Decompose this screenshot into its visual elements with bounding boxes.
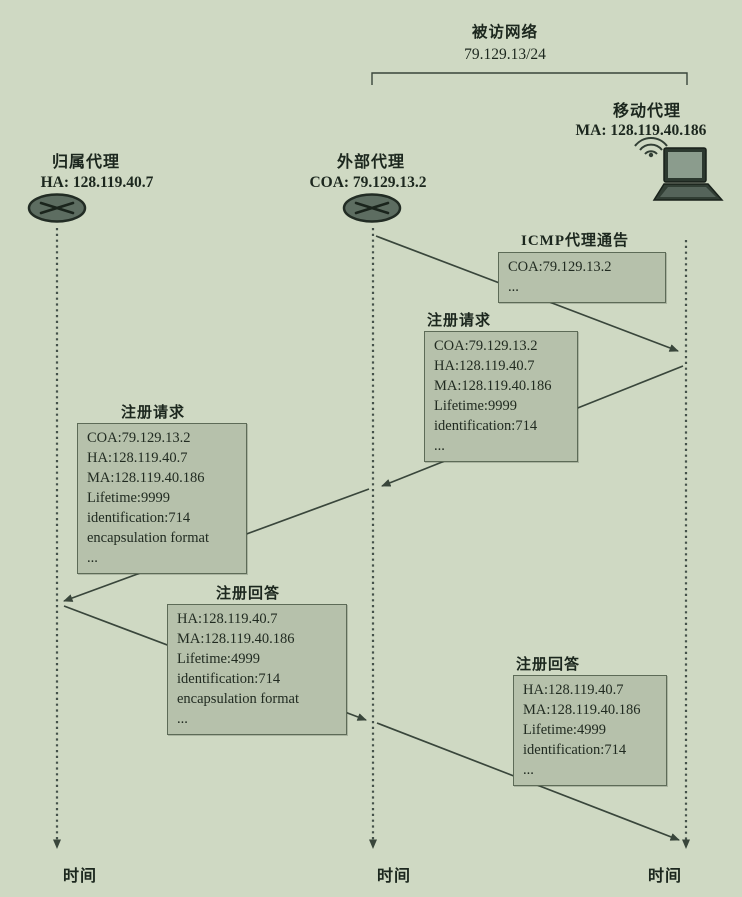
mobile-agent-label: 移动代理: [612, 103, 682, 120]
message-title-registration-request-1: 注册请求: [426, 313, 492, 329]
message-line: ...: [87, 550, 98, 566]
router-icon: [342, 193, 402, 223]
message-line: MA:128.119.40.186: [434, 378, 552, 394]
home-time-label: 时间: [62, 868, 98, 885]
message-title-registration-reply-2: 注册回答: [515, 657, 581, 673]
home-agent-address: HA: 128.119.40.7: [40, 174, 154, 191]
message-line: identification:714: [87, 510, 191, 526]
router-icon: [27, 193, 87, 223]
message-line: ...: [523, 762, 534, 778]
message-line: HA:128.119.40.7: [434, 358, 535, 374]
message-line: ...: [434, 438, 445, 454]
message-line: MA:128.119.40.186: [523, 702, 641, 718]
message-box-icmp-advertisement: COA:79.129.13.2 ...: [498, 252, 666, 303]
visited-network-prefix: 79.129.13/24: [464, 46, 546, 63]
message-line: Lifetime:4999: [177, 651, 260, 667]
message-title-registration-reply-1: 注册回答: [215, 586, 281, 602]
message-line: Lifetime:4999: [523, 722, 606, 738]
laptop-icon: [652, 147, 724, 201]
message-line: HA:128.119.40.7: [87, 450, 188, 466]
message-box-registration-request-2: COA:79.129.13.2 HA:128.119.40.7 MA:128.1…: [77, 423, 247, 574]
message-line: encapsulation format: [87, 530, 209, 546]
foreign-agent-address: COA: 79.129.13.2: [309, 174, 427, 191]
message-line: MA:128.119.40.186: [87, 470, 205, 486]
foreign-time-label: 时间: [376, 868, 412, 885]
message-line: COA:79.129.13.2: [508, 259, 612, 275]
mobile-time-label: 时间: [647, 868, 683, 885]
message-line: identification:714: [177, 671, 281, 687]
message-line: identification:714: [434, 418, 538, 434]
message-line: COA:79.129.13.2: [434, 338, 538, 354]
message-title-icmp-advertisement: ICMP代理通告: [521, 233, 629, 249]
visited-network-bracket: [371, 72, 688, 85]
wifi-icon: [634, 137, 668, 158]
message-line: Lifetime:9999: [434, 398, 517, 414]
message-line: COA:79.129.13.2: [87, 430, 191, 446]
message-box-registration-reply-2: HA:128.119.40.7 MA:128.119.40.186 Lifeti…: [513, 675, 667, 786]
message-box-registration-reply-1: HA:128.119.40.7 MA:128.119.40.186 Lifeti…: [167, 604, 347, 735]
message-title-registration-request-2: 注册请求: [120, 405, 186, 421]
message-line: MA:128.119.40.186: [177, 631, 295, 647]
message-line: HA:128.119.40.7: [177, 611, 278, 627]
home-agent-label: 归属代理: [51, 154, 121, 171]
message-line: ...: [508, 279, 519, 295]
mobile-agent-address: MA: 128.119.40.186: [575, 122, 707, 139]
message-line: ...: [177, 711, 188, 727]
message-box-registration-request-1: COA:79.129.13.2 HA:128.119.40.7 MA:128.1…: [424, 331, 578, 462]
message-line: identification:714: [523, 742, 627, 758]
visited-network-label: 被访网络: [471, 24, 539, 41]
message-line: Lifetime:9999: [87, 490, 170, 506]
foreign-agent-label: 外部代理: [336, 154, 406, 171]
message-line: encapsulation format: [177, 691, 299, 707]
message-line: HA:128.119.40.7: [523, 682, 624, 698]
